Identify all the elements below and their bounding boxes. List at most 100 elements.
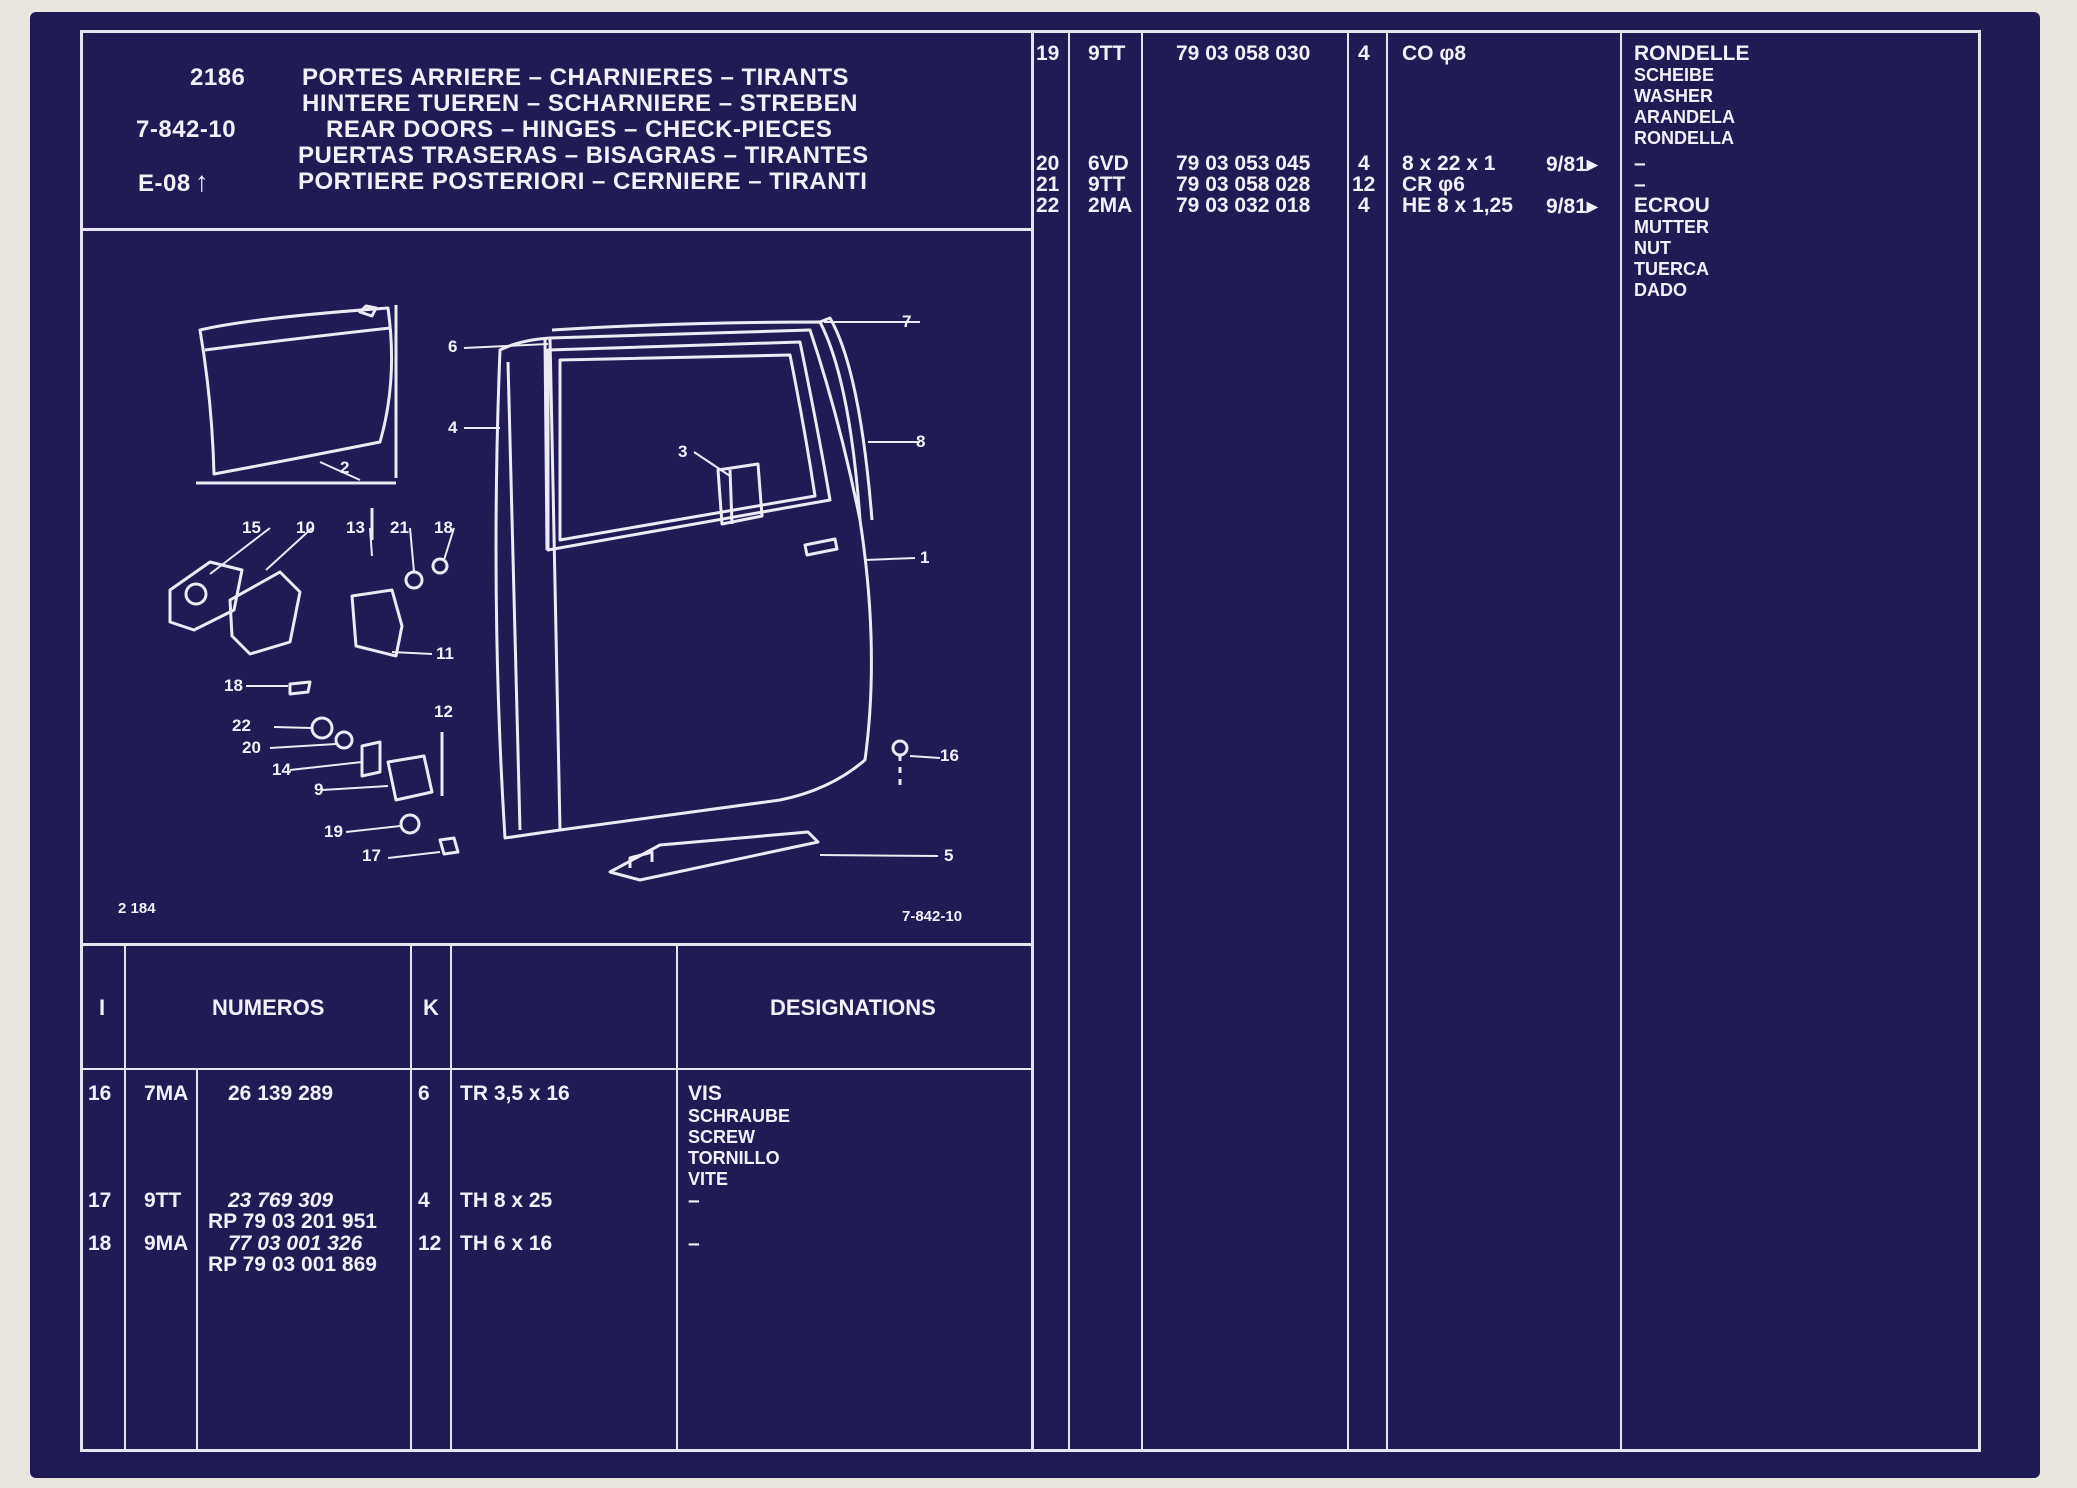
- callout-14: 14: [272, 760, 291, 779]
- col-line-2: [196, 1068, 198, 1451]
- col-line-r3: [1347, 30, 1349, 1452]
- designation-en: NUT: [1634, 238, 1671, 258]
- designation-it: RONDELLA: [1634, 128, 1734, 148]
- designation-de: MUTTER: [1634, 217, 1709, 237]
- callout-13: 13: [346, 518, 365, 537]
- callout-21: 21: [390, 518, 409, 537]
- col-line-r2: [1141, 30, 1143, 1452]
- edition-label: E-08: [138, 170, 191, 197]
- row-number: 23 769 309: [228, 1189, 334, 1212]
- row-number: 79 03 058 028: [1176, 173, 1311, 196]
- designation-de: SCHEIBE: [1634, 65, 1715, 85]
- row-spec: 8 x 22 x 1: [1402, 152, 1496, 175]
- callout-5: 5: [944, 846, 954, 865]
- col-line-5: [676, 943, 678, 1451]
- callout-8: 8: [916, 432, 926, 451]
- callout-4: 4: [448, 418, 458, 437]
- row-number: 77 03 001 326: [228, 1232, 363, 1255]
- row-spec: TH 8 x 25: [460, 1189, 553, 1212]
- callout-9: 9: [314, 780, 324, 799]
- row-replacement-number: RP 79 03 201 951: [208, 1210, 377, 1233]
- row-spec: TR 3,5 x 16: [460, 1082, 570, 1105]
- page-number: 2186: [190, 64, 246, 91]
- designation-de: SCHRAUBE: [688, 1106, 791, 1126]
- column-header-index: I: [99, 995, 106, 1020]
- callout-18a: 18: [224, 676, 243, 695]
- row-qty: 6: [418, 1082, 430, 1105]
- col-line-1: [124, 943, 126, 1451]
- row-qty: 4: [418, 1189, 430, 1212]
- callout-12: 12: [434, 702, 453, 721]
- designation-es: TUERCA: [1634, 259, 1709, 279]
- row-qty: 4: [1358, 194, 1370, 217]
- frame-left: [80, 30, 83, 1452]
- column-header-numbers: NUMEROS: [212, 995, 325, 1020]
- row-index: 17: [88, 1189, 112, 1212]
- column-header-qty: K: [423, 995, 439, 1020]
- title-de: HINTERE TUEREN – SCHARNIERE – STREBEN: [302, 90, 858, 117]
- row-code: 6VD: [1088, 152, 1129, 175]
- row-date: 9/81▸: [1546, 195, 1598, 218]
- title-fr: PORTES ARRIERE – CHARNIERES – TIRANTS: [302, 64, 850, 91]
- diagram-code-right: 7-842-10: [902, 908, 963, 925]
- col-line-r1: [1068, 30, 1070, 1452]
- row-number: 79 03 032 018: [1176, 194, 1311, 217]
- row-number: 79 03 058 030: [1176, 42, 1311, 65]
- callout-22: 22: [232, 716, 251, 735]
- designation-en: SCREW: [688, 1127, 755, 1147]
- row-code: 7MA: [144, 1082, 189, 1105]
- row-number: 26 139 289: [228, 1082, 334, 1105]
- row-spec: CR φ6: [1402, 173, 1465, 196]
- designation-it: DADO: [1634, 280, 1687, 300]
- callout-11: 11: [436, 644, 454, 663]
- col-line-r0: [1031, 30, 1034, 1452]
- row-qty: 12: [418, 1232, 442, 1255]
- column-header-designations: DESIGNATIONS: [770, 995, 936, 1020]
- col-line-4: [450, 943, 452, 1451]
- designation-it: VITE: [688, 1169, 729, 1189]
- callout-2: 2: [340, 458, 350, 477]
- row-code: 9TT: [144, 1189, 182, 1212]
- row-designation: –: [1634, 152, 1646, 175]
- row-number: 79 03 053 045: [1176, 152, 1311, 175]
- row-index: 18: [88, 1232, 112, 1255]
- row-code: 9TT: [1088, 173, 1126, 196]
- diagram-code-left: 2 184: [118, 900, 156, 917]
- designation-fr: ECROU: [1634, 194, 1710, 217]
- row-spec: HE 8 x 1,25: [1402, 194, 1513, 217]
- row-spec: CO φ8: [1402, 42, 1467, 65]
- exploded-door-diagram: [168, 304, 941, 882]
- callout-7: 7: [902, 312, 912, 331]
- row-index: 20: [1036, 152, 1060, 175]
- column-header-divider: [80, 1068, 1033, 1070]
- edition: E-08↑: [138, 166, 209, 198]
- designation-en: WASHER: [1634, 86, 1714, 106]
- callout-10: 10: [296, 518, 315, 537]
- row-code: 2MA: [1088, 194, 1133, 217]
- frame-right: [1978, 30, 1981, 1452]
- frame-top: [80, 30, 1980, 33]
- row-designation: –: [688, 1189, 700, 1212]
- designation-es: ARANDELA: [1634, 107, 1735, 127]
- title-it: PORTIERE POSTERIORI – CERNIERE – TIRANTI: [298, 168, 868, 195]
- callout-16: 16: [940, 746, 959, 765]
- callout-3: 3: [678, 442, 688, 461]
- designation-fr: RONDELLE: [1634, 42, 1750, 65]
- designation-es: TORNILLO: [688, 1148, 780, 1168]
- callout-20: 20: [242, 738, 261, 757]
- up-arrow-icon: ↑: [194, 166, 210, 197]
- callout-1: 1: [920, 548, 930, 567]
- col-line-3: [410, 943, 412, 1451]
- row-index: 16: [88, 1082, 112, 1105]
- col-line-r4: [1386, 30, 1388, 1452]
- row-index: 21: [1036, 173, 1060, 196]
- title-es: PUERTAS TRASERAS – BISAGRAS – TIRANTES: [298, 142, 869, 169]
- col-line-r5: [1620, 30, 1622, 1452]
- callout-6: 6: [448, 337, 458, 356]
- title-en: REAR DOORS – HINGES – CHECK-PIECES: [326, 116, 833, 143]
- callout-17: 17: [362, 846, 381, 865]
- row-spec: TH 6 x 16: [460, 1232, 553, 1255]
- diagram-divider: [80, 943, 1033, 946]
- row-qty: 12: [1352, 173, 1376, 196]
- reference-number: 7-842-10: [136, 116, 237, 143]
